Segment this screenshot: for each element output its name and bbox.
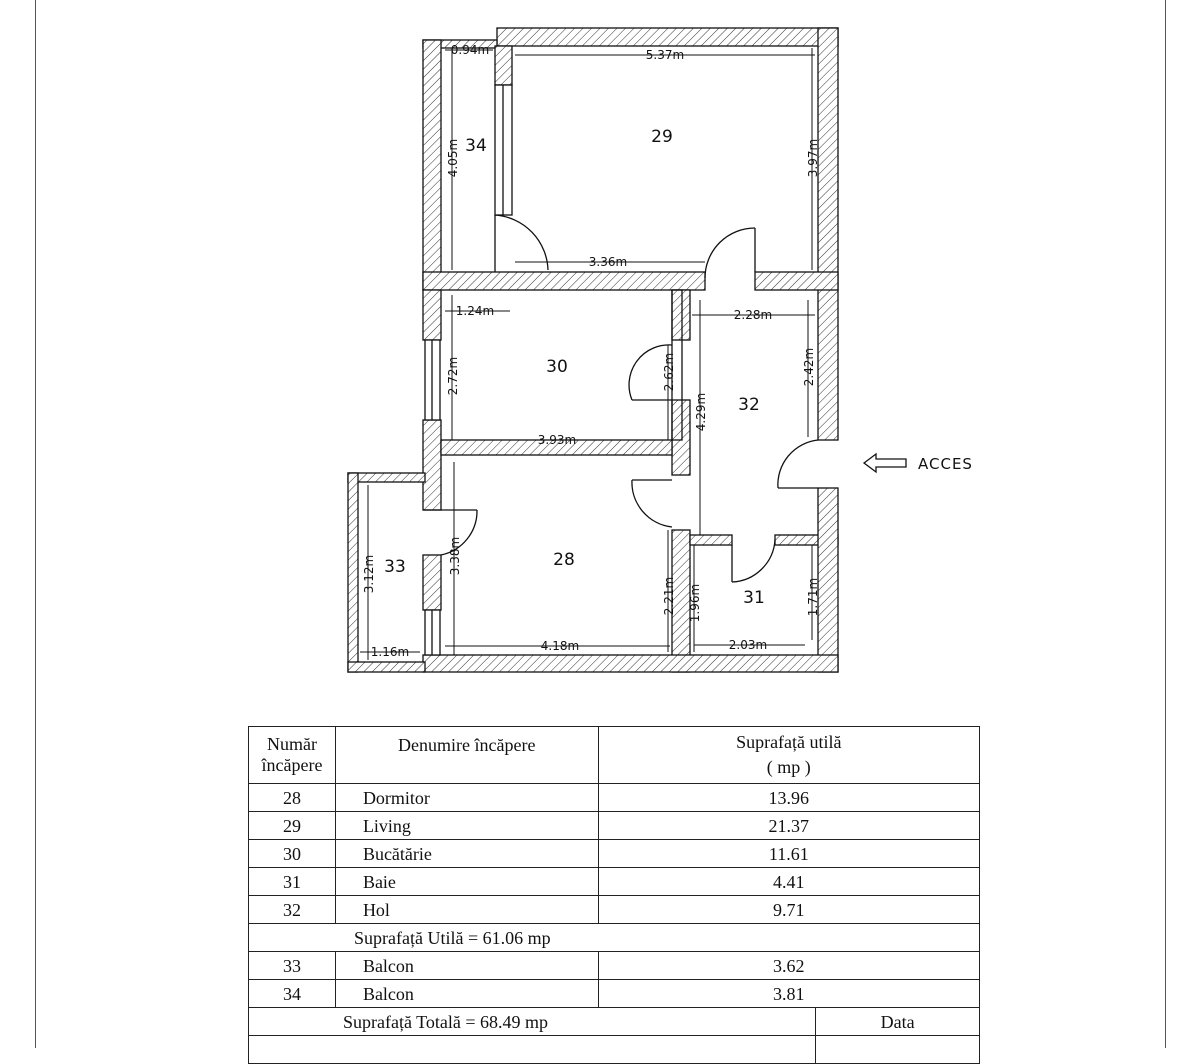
access-label: ACCES [918,455,973,473]
dim-label: 1.16m [371,645,409,659]
dim-label: 2.03m [729,638,767,652]
page-border-left [35,0,36,1048]
dim-label: 2.42m [802,348,816,386]
windows [424,84,683,656]
room-number-28: 28 [553,550,575,570]
room-number-34: 34 [465,136,487,156]
doors [423,214,819,583]
usable-total-row: Suprafață Utilă = 61.06 mp [248,923,980,952]
dim-label: 3.93m [538,433,576,447]
date-label: Data [815,1007,980,1036]
dim-label: 3.12m [362,555,376,593]
room-number-29: 29 [651,127,673,147]
table-header-row: Număr încăpere Denumire încăpere Suprafa… [248,726,981,784]
header-name: Denumire încăpere [334,726,599,784]
access-arrow-icon [862,452,907,474]
area-table: Număr încăpere Denumire încăpere Suprafa… [247,726,981,1064]
dim-label: 3.97m [806,139,820,177]
room-number-31: 31 [743,588,765,608]
walls [347,27,839,673]
dim-label: 1.96m [688,584,702,622]
floor-plan: 0.94m 5.37m 4.05m 3.97m 3.36m 1.24m 2.28… [347,27,973,673]
header-area: Suprafață utilă ( mp ) [597,726,981,784]
header-number: Număr încăpere [248,726,336,784]
dim-label: 5.37m [646,48,684,62]
dim-label: 1.24m [456,304,494,318]
room-numbers: 28 29 30 31 32 33 34 [384,127,765,608]
dimension-lines [360,48,815,660]
dim-label: 3.36m [589,255,627,269]
dim-label: 1.71m [806,578,820,616]
dim-label: 2.28m [734,308,772,322]
room-number-33: 33 [384,557,406,577]
room-number-30: 30 [546,357,568,377]
dim-label: 2.62m [662,353,676,391]
dim-label: 3.38m [448,537,462,575]
table-row-empty [247,1035,980,1064]
dim-label: 2.72m [446,357,460,395]
dim-label: 4.29m [694,393,708,431]
dim-label: 4.05m [446,139,460,177]
dim-label: 2.21m [662,577,676,615]
dimension-labels: 0.94m 5.37m 4.05m 3.97m 3.36m 1.24m 2.28… [362,43,820,659]
room-number-32: 32 [738,395,760,415]
page-border-right [1165,0,1166,1048]
dim-label: 0.94m [451,43,489,57]
dim-label: 4.18m [541,639,579,653]
